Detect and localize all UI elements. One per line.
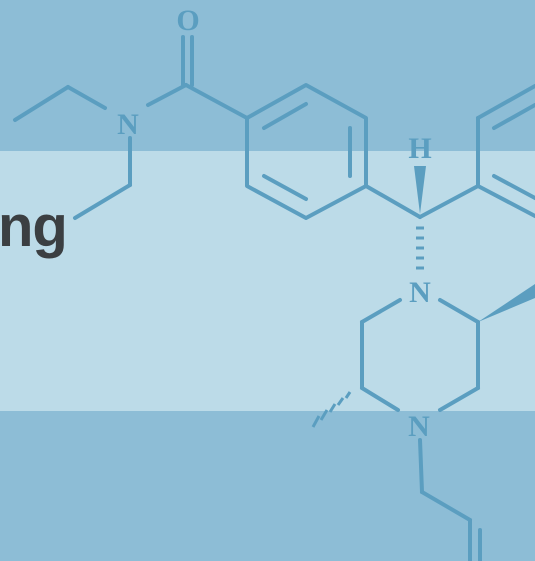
amide-nitrogen-label: N xyxy=(117,108,139,141)
highlight-band xyxy=(0,151,535,411)
oxygen-label: O xyxy=(176,4,199,37)
hydrogen-label: H xyxy=(408,132,431,165)
ring-nitrogen-top-label: N xyxy=(409,276,431,309)
ring-nitrogen-bottom-label: N xyxy=(408,410,430,443)
slide-heading: ng xyxy=(0,194,68,259)
